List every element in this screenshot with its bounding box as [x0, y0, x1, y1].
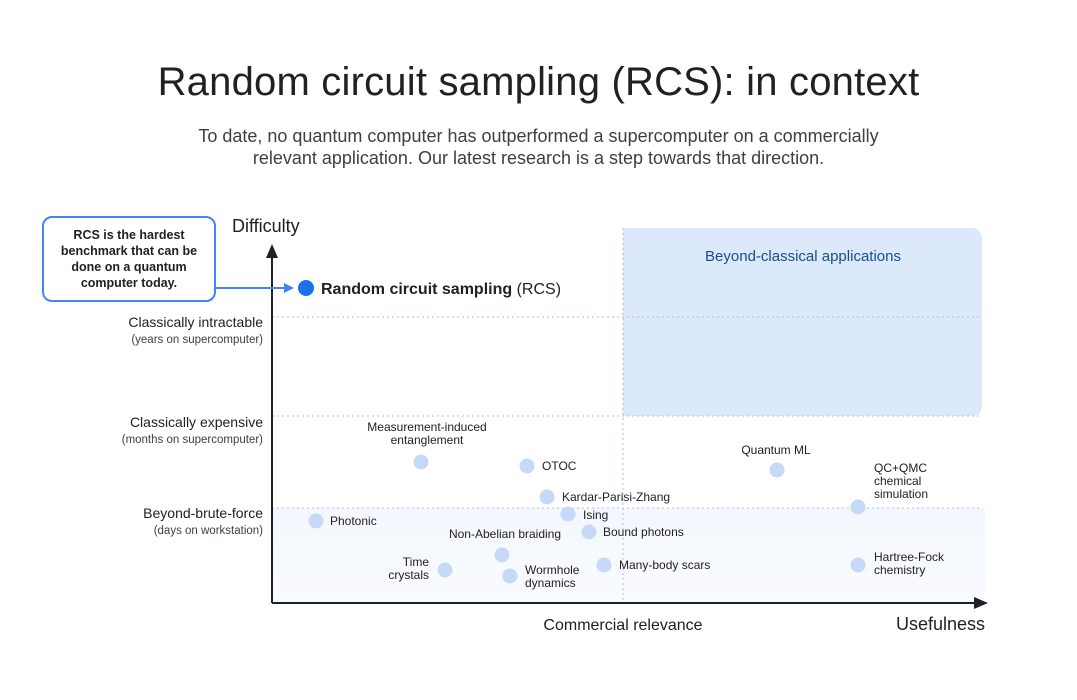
difficulty-level-label: Classically expensive	[130, 414, 263, 430]
data-point	[769, 462, 785, 478]
data-point-label: Measurement-induced	[367, 420, 486, 434]
data-point-label: Kardar-Parisi-Zhang	[562, 490, 670, 504]
data-point-label: Time	[403, 555, 430, 569]
data-point-label: chemistry	[874, 563, 925, 577]
y-axis-arrowhead	[266, 244, 278, 258]
beyond-classical-region	[623, 228, 982, 416]
data-point	[437, 562, 453, 578]
data-point	[581, 524, 597, 540]
page-subtitle: To date, no quantum computer has outperf…	[170, 125, 907, 169]
data-point-label: OTOC	[542, 459, 577, 473]
data-point-label: chemical	[874, 474, 921, 488]
data-point	[596, 557, 612, 573]
rcs-label: Random circuit sampling (RCS)	[321, 281, 561, 298]
difficulty-level-sublabel: (days on workstation)	[154, 525, 263, 537]
data-point-label: dynamics	[525, 576, 576, 590]
callout-arrowhead	[284, 283, 294, 293]
rcs-callout-box: RCS is the hardest benchmark that can be…	[42, 216, 216, 302]
data-point	[560, 506, 576, 522]
data-point-label: Wormhole	[525, 563, 580, 577]
data-point-label: Non-Abelian braiding	[449, 527, 561, 541]
data-point	[539, 489, 555, 505]
data-point-label: Ising	[583, 508, 608, 522]
beyond-brute-force-band	[272, 508, 985, 603]
x-axis-title: Usefulness	[896, 614, 985, 634]
difficulty-level-label: Classically intractable	[128, 314, 263, 330]
data-point-label: entanglement	[391, 433, 464, 447]
x-axis-arrowhead	[974, 597, 988, 609]
rcs-label-rest: (RCS)	[512, 281, 561, 298]
data-point	[308, 513, 324, 529]
difficulty-level-sublabel: (years on supercomputer)	[131, 334, 263, 346]
data-point	[502, 568, 518, 584]
rcs-point	[298, 280, 314, 296]
commercial-relevance-label: Commercial relevance	[543, 617, 702, 634]
y-axis-title: Difficulty	[232, 216, 300, 236]
difficulty-level-label: Beyond-brute-force	[143, 505, 263, 521]
data-point-label: Photonic	[330, 514, 377, 528]
page-title: Random circuit sampling (RCS): in contex…	[157, 60, 920, 104]
subtitle-line-2: relevant application. Our latest researc…	[252, 148, 825, 168]
data-point	[413, 454, 429, 470]
beyond-classical-region-edge	[623, 228, 635, 416]
data-point-label: Quantum ML	[741, 443, 811, 457]
data-point	[494, 547, 510, 563]
rcs-label-bold: Random circuit sampling	[321, 281, 512, 298]
data-point-label: QC+QMC	[874, 461, 927, 475]
data-point-label: Bound photons	[603, 525, 684, 539]
data-point	[519, 458, 535, 474]
data-point	[850, 499, 866, 515]
subtitle-line-1: To date, no quantum computer has outperf…	[198, 126, 879, 146]
data-point-label: simulation	[874, 487, 928, 501]
difficulty-level-sublabel: (months on supercomputer)	[122, 434, 263, 446]
beyond-classical-label: Beyond-classical applications	[705, 248, 901, 265]
data-point-label: Hartree-Fock	[874, 550, 945, 564]
data-point-label: crystals	[388, 568, 429, 582]
data-point	[850, 557, 866, 573]
data-point-label: Many-body scars	[619, 558, 710, 572]
